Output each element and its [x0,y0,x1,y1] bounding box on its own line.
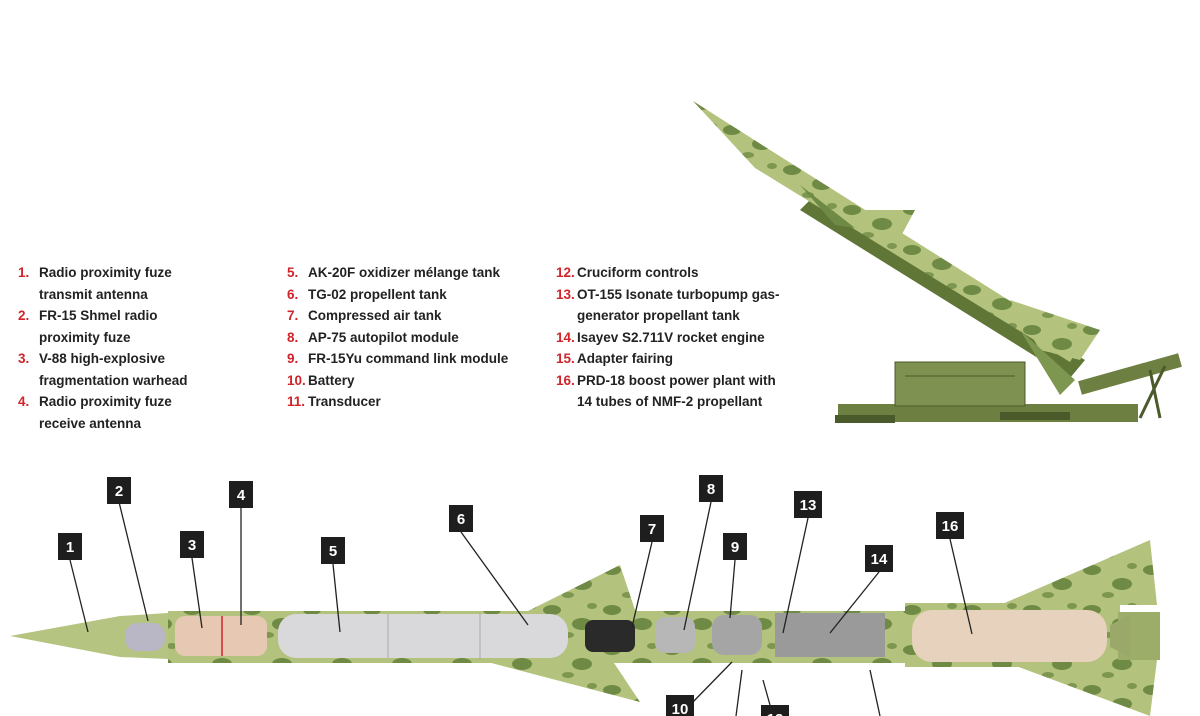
legend-label: TG-02 propellent tank [308,286,447,302]
legend-number: 14. [556,329,575,345]
legend-number: 5. [287,265,299,280]
launcher-base [835,353,1182,423]
legend-number: 1. [18,265,30,280]
legend-number: 3. [18,351,30,366]
legend-item: 11.Transducer [287,391,537,413]
legend-item: 6. TG-02 propellent tank [287,284,537,306]
legend-label: Compressed air tank [308,308,442,323]
svg-text:8: 8 [707,481,715,498]
callout-2: 2 [107,477,131,504]
launcher-rail [800,198,1085,378]
legend-label: OT-155 Isonate turbopump gas- generator … [577,286,780,324]
svg-text:9: 9 [731,539,739,556]
legend-label: Cruciform controls [577,265,699,280]
legend-number: 11. [287,394,306,409]
legend-number: 8. [287,329,299,345]
legend-label: Adapter fairing [577,351,674,366]
legend-item: 14.Isayev S2.711V rocket engine [556,327,816,349]
legend-item: 5. AK-20F oxidizer mélange tank [287,262,537,284]
svg-text:12: 12 [767,711,784,716]
legend-label: AK-20F oxidizer mélange tank [308,265,501,280]
legend-number: 10. [287,372,306,388]
callout-4: 4 [229,481,253,508]
legend-label: Battery [308,372,355,388]
svg-text:14: 14 [871,551,888,568]
legend-number: 2. [18,308,30,323]
legend-item: 12.Cruciform controls [556,262,816,284]
legend-item: 3. V-88 high-explosive fragmentation warh… [18,348,258,391]
legend-number: 13. [556,286,575,302]
legend-item: 10.Battery [287,370,537,392]
callout-14: 14 [865,545,893,572]
legend-label: V-88 high-explosive fragmentation warhea… [39,351,188,388]
launched-missile [693,101,1100,395]
legend-number: 6. [287,286,299,302]
legend-item: 1. Radio proximity fuze transmit antenna [18,262,258,305]
callout-10: 10 [666,695,694,716]
svg-text:2: 2 [115,483,123,500]
legend-item: 2. FR-15 Shmel radio proximity fuze [18,305,258,348]
legend-item: 4. Radio proximity fuze receive antenna [18,391,258,434]
legend-number: 15. [556,351,575,366]
legend-item: 13.OT-155 Isonate turbopump gas- generat… [556,284,816,327]
svg-text:16: 16 [942,518,959,535]
legend-label: FR-15Yu command link module [308,351,509,366]
legend-label: PRD-18 boost power plant with 14 tubes o… [577,372,776,410]
legend-label: AP-75 autopilot module [308,329,459,345]
legend-label: Transducer [308,394,381,409]
legend-number: 9. [287,351,299,366]
callout-12: 12 [761,705,789,716]
svg-text:5: 5 [329,543,337,560]
legend-column-2: 5. AK-20F oxidizer mélange tank 6. TG-02 pr… [287,262,537,413]
legend-number: 4. [18,394,30,409]
callout-13: 13 [794,491,822,518]
svg-text:10: 10 [672,701,689,716]
callout-7: 7 [640,515,664,542]
callout-1: 1 [58,533,82,560]
legend-label: Radio proximity fuze receive antenna [39,394,172,431]
svg-text:4: 4 [237,487,246,504]
legend-label: FR-15 Shmel radio proximity fuze [39,308,158,345]
callout-3: 3 [180,531,204,558]
legend-item: 7. Compressed air tank [287,305,537,327]
callout-8: 8 [699,475,723,502]
svg-text:6: 6 [457,511,465,528]
callout-leaders [69,501,973,716]
legend-item: 8. AP-75 autopilot module [287,327,537,349]
legend-number: 7. [287,308,299,323]
callout-6: 6 [449,505,473,532]
svg-text:13: 13 [800,497,817,514]
svg-text:3: 3 [188,537,196,554]
legend-item: 16.PRD-18 boost power plant with 14 tube… [556,370,816,413]
legend-number: 12. [556,265,575,280]
callout-5: 5 [321,537,345,564]
legend-item: 9. FR-15Yu command link module [287,348,537,370]
legend-label: Isayev S2.711V rocket engine [577,329,765,345]
legend-item: 15.Adapter fairing [556,348,816,370]
svg-text:1: 1 [66,539,74,556]
legend-number: 16. [556,372,575,388]
legend-label: Radio proximity fuze transmit antenna [39,265,172,302]
missile-cutaway [10,540,1160,716]
callout-9: 9 [723,533,747,560]
callout-16: 16 [936,512,964,539]
svg-text:7: 7 [648,521,656,538]
